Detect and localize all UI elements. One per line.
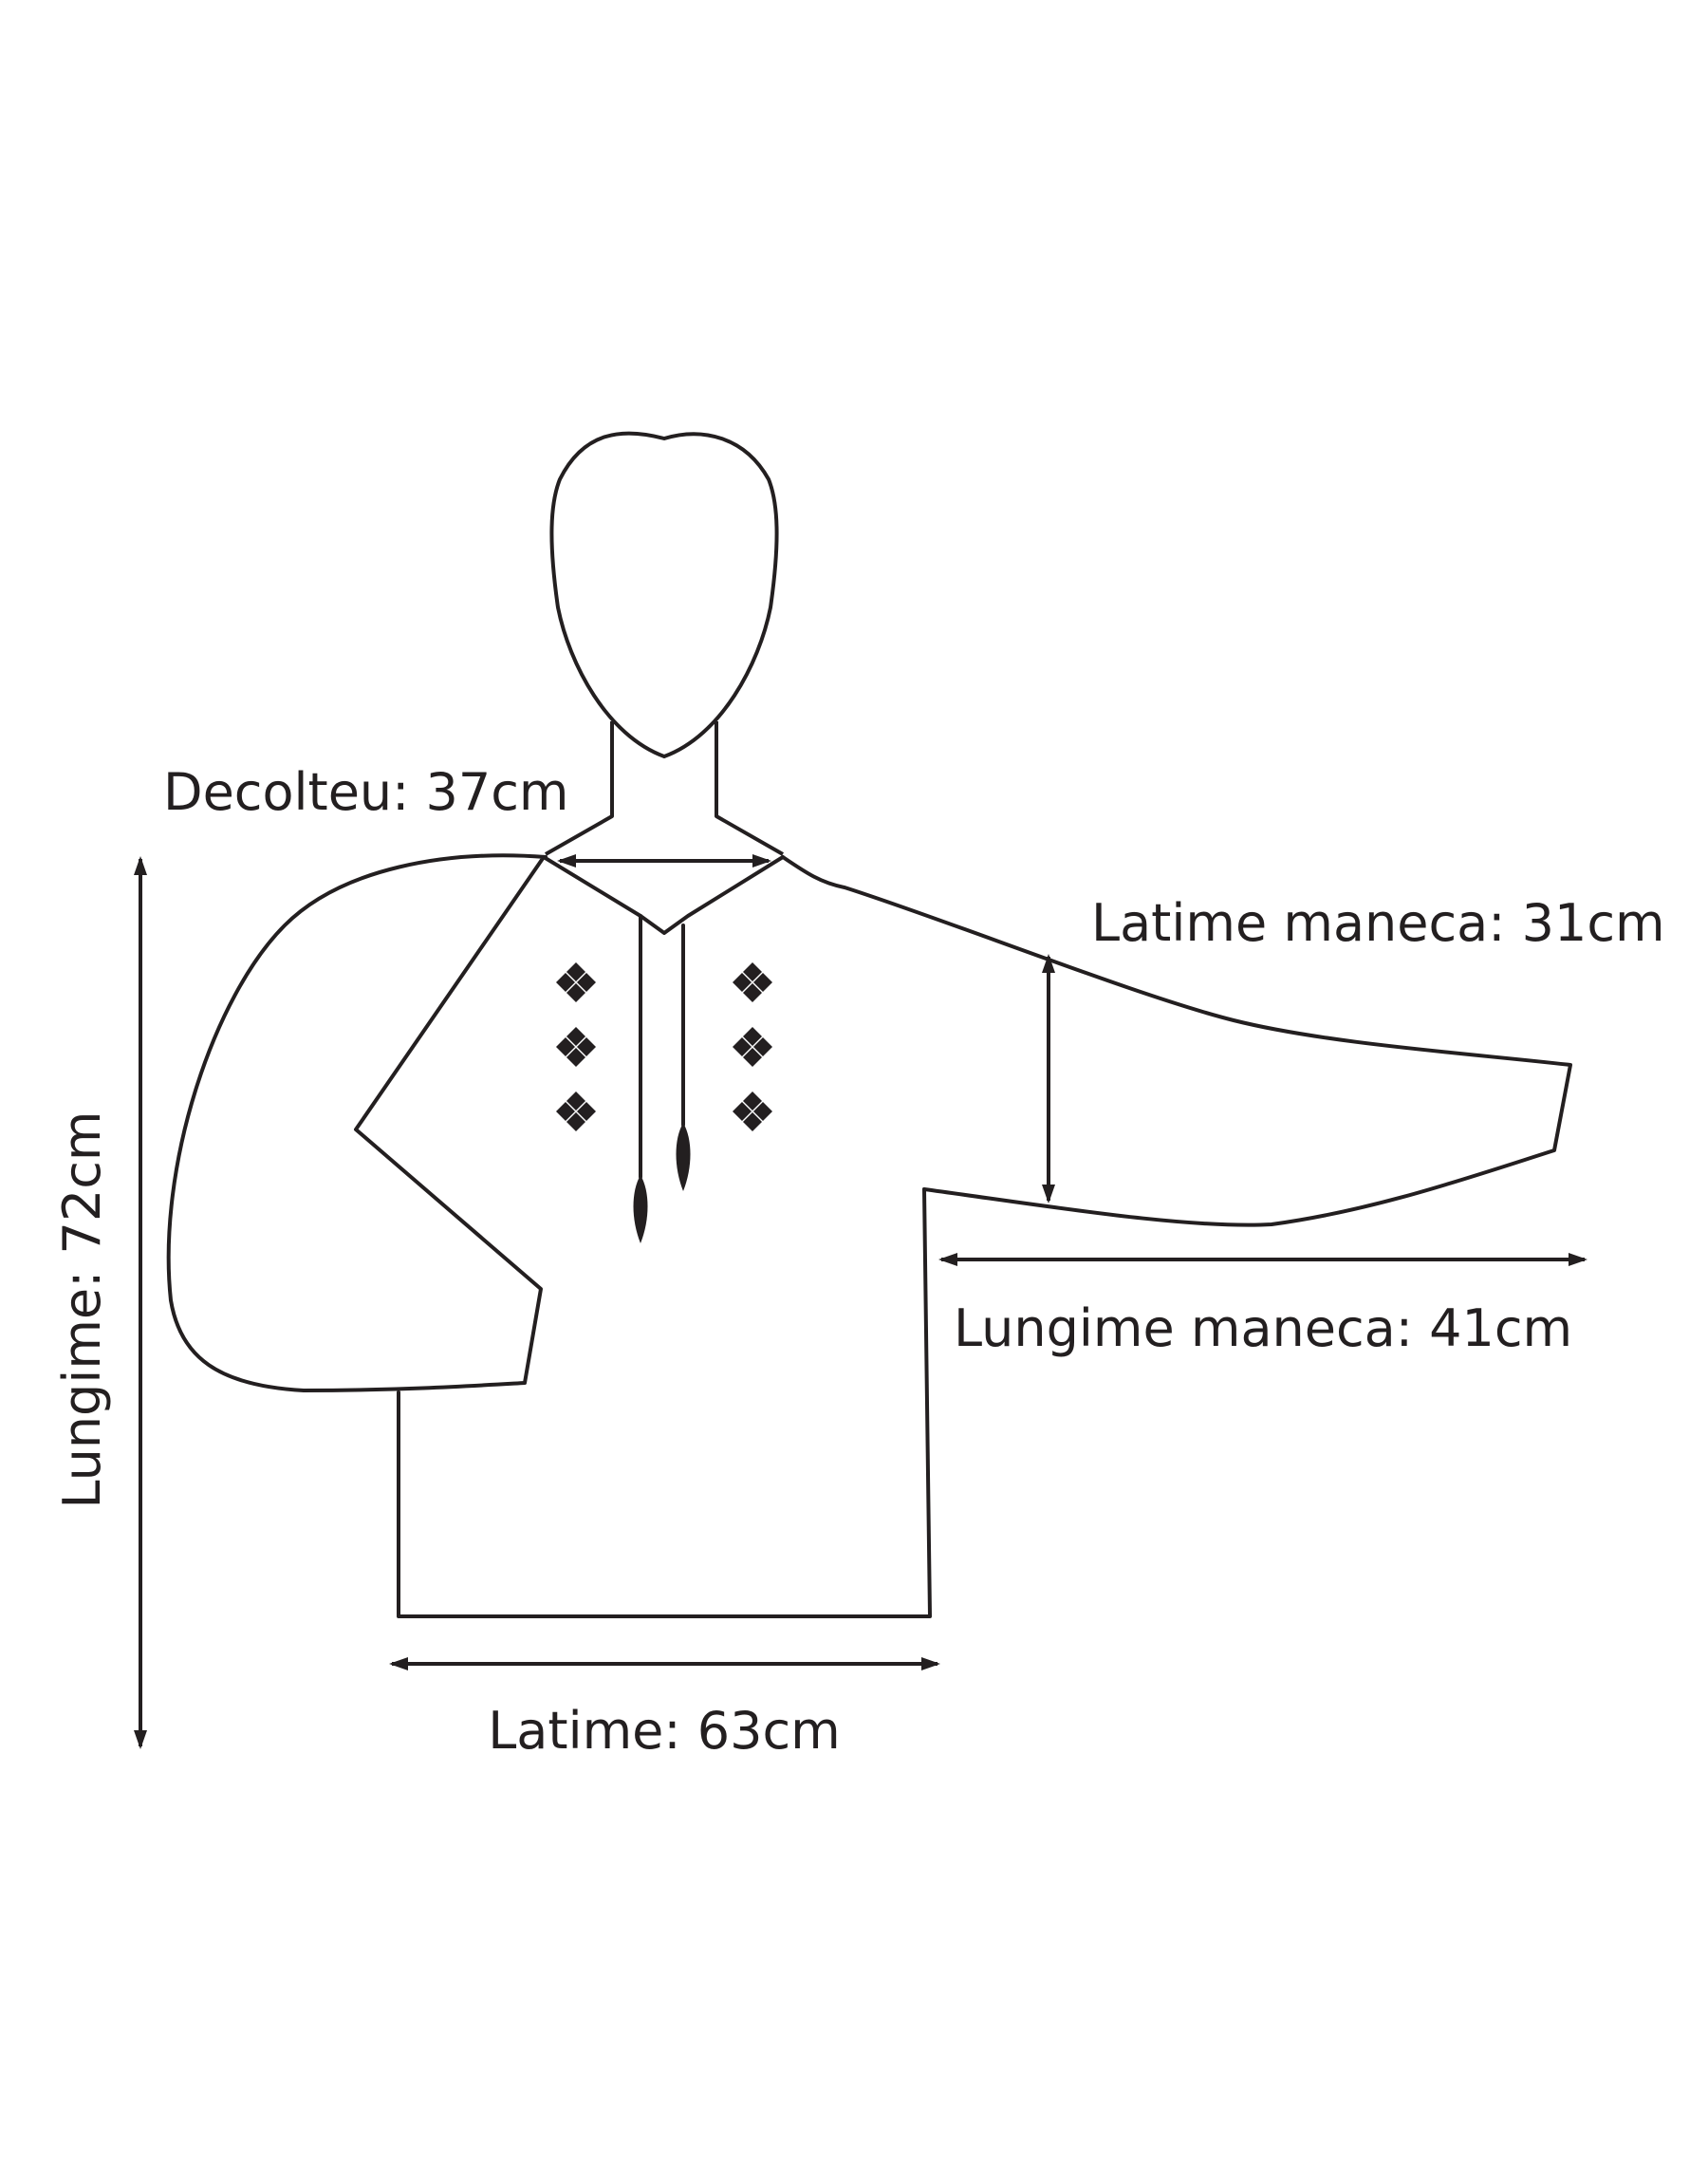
embroidery-diamond — [566, 983, 585, 1002]
embroidery-motif — [556, 1027, 596, 1067]
embroidery-diamond — [566, 1112, 585, 1131]
embroidery-diamond — [566, 1048, 585, 1067]
embroidery-diamond — [733, 1037, 752, 1056]
sleeve-length-label: Lungime maneca: 41cm — [954, 1298, 1572, 1358]
embroidery-diamond — [577, 1102, 596, 1121]
embroidery-diamond — [556, 1037, 575, 1056]
mannequin-head — [545, 431, 784, 856]
embroidery-motif — [733, 1092, 772, 1131]
embroidery-diamond — [577, 1037, 596, 1056]
neckline-label: Decolteu: 37cm — [163, 762, 569, 822]
shirt-outline — [166, 853, 1572, 1618]
embroidery-motif — [733, 1027, 772, 1067]
embroidery-motif — [733, 962, 772, 1002]
embroidery-diamond — [743, 962, 762, 981]
embroidery-diamond — [753, 1037, 772, 1056]
embroidery-motif — [556, 962, 596, 1002]
measurement-arrows — [134, 854, 1587, 1749]
embroidery-motif — [556, 1092, 596, 1131]
embroidery-diamond — [733, 973, 752, 992]
embroidery-diamond — [566, 962, 585, 981]
embroidery-diamond — [556, 1102, 575, 1121]
sleeve-width-label: Latime maneca: 31cm — [1091, 893, 1665, 953]
embroidery-diamond — [753, 1102, 772, 1121]
width-label: Latime: 63cm — [488, 1701, 841, 1761]
embroidery-diamond — [556, 973, 575, 992]
embroidery-diamond — [577, 973, 596, 992]
embroidery-diamond — [743, 1112, 762, 1131]
length-label: Lungime: 72cm — [52, 1110, 112, 1508]
embroidery-diamond — [753, 973, 772, 992]
embroidery-diamond — [566, 1092, 585, 1110]
string-tassels — [633, 1123, 691, 1243]
embroidery-diamond — [743, 1048, 762, 1067]
embroidery-diamond — [566, 1027, 585, 1046]
embroidery-diamond — [743, 983, 762, 1002]
embroidery-diamond — [733, 1102, 752, 1121]
embroidery-diamond — [743, 1092, 762, 1110]
embroidery-diamond — [743, 1027, 762, 1046]
embroidery-motifs — [556, 962, 772, 1131]
